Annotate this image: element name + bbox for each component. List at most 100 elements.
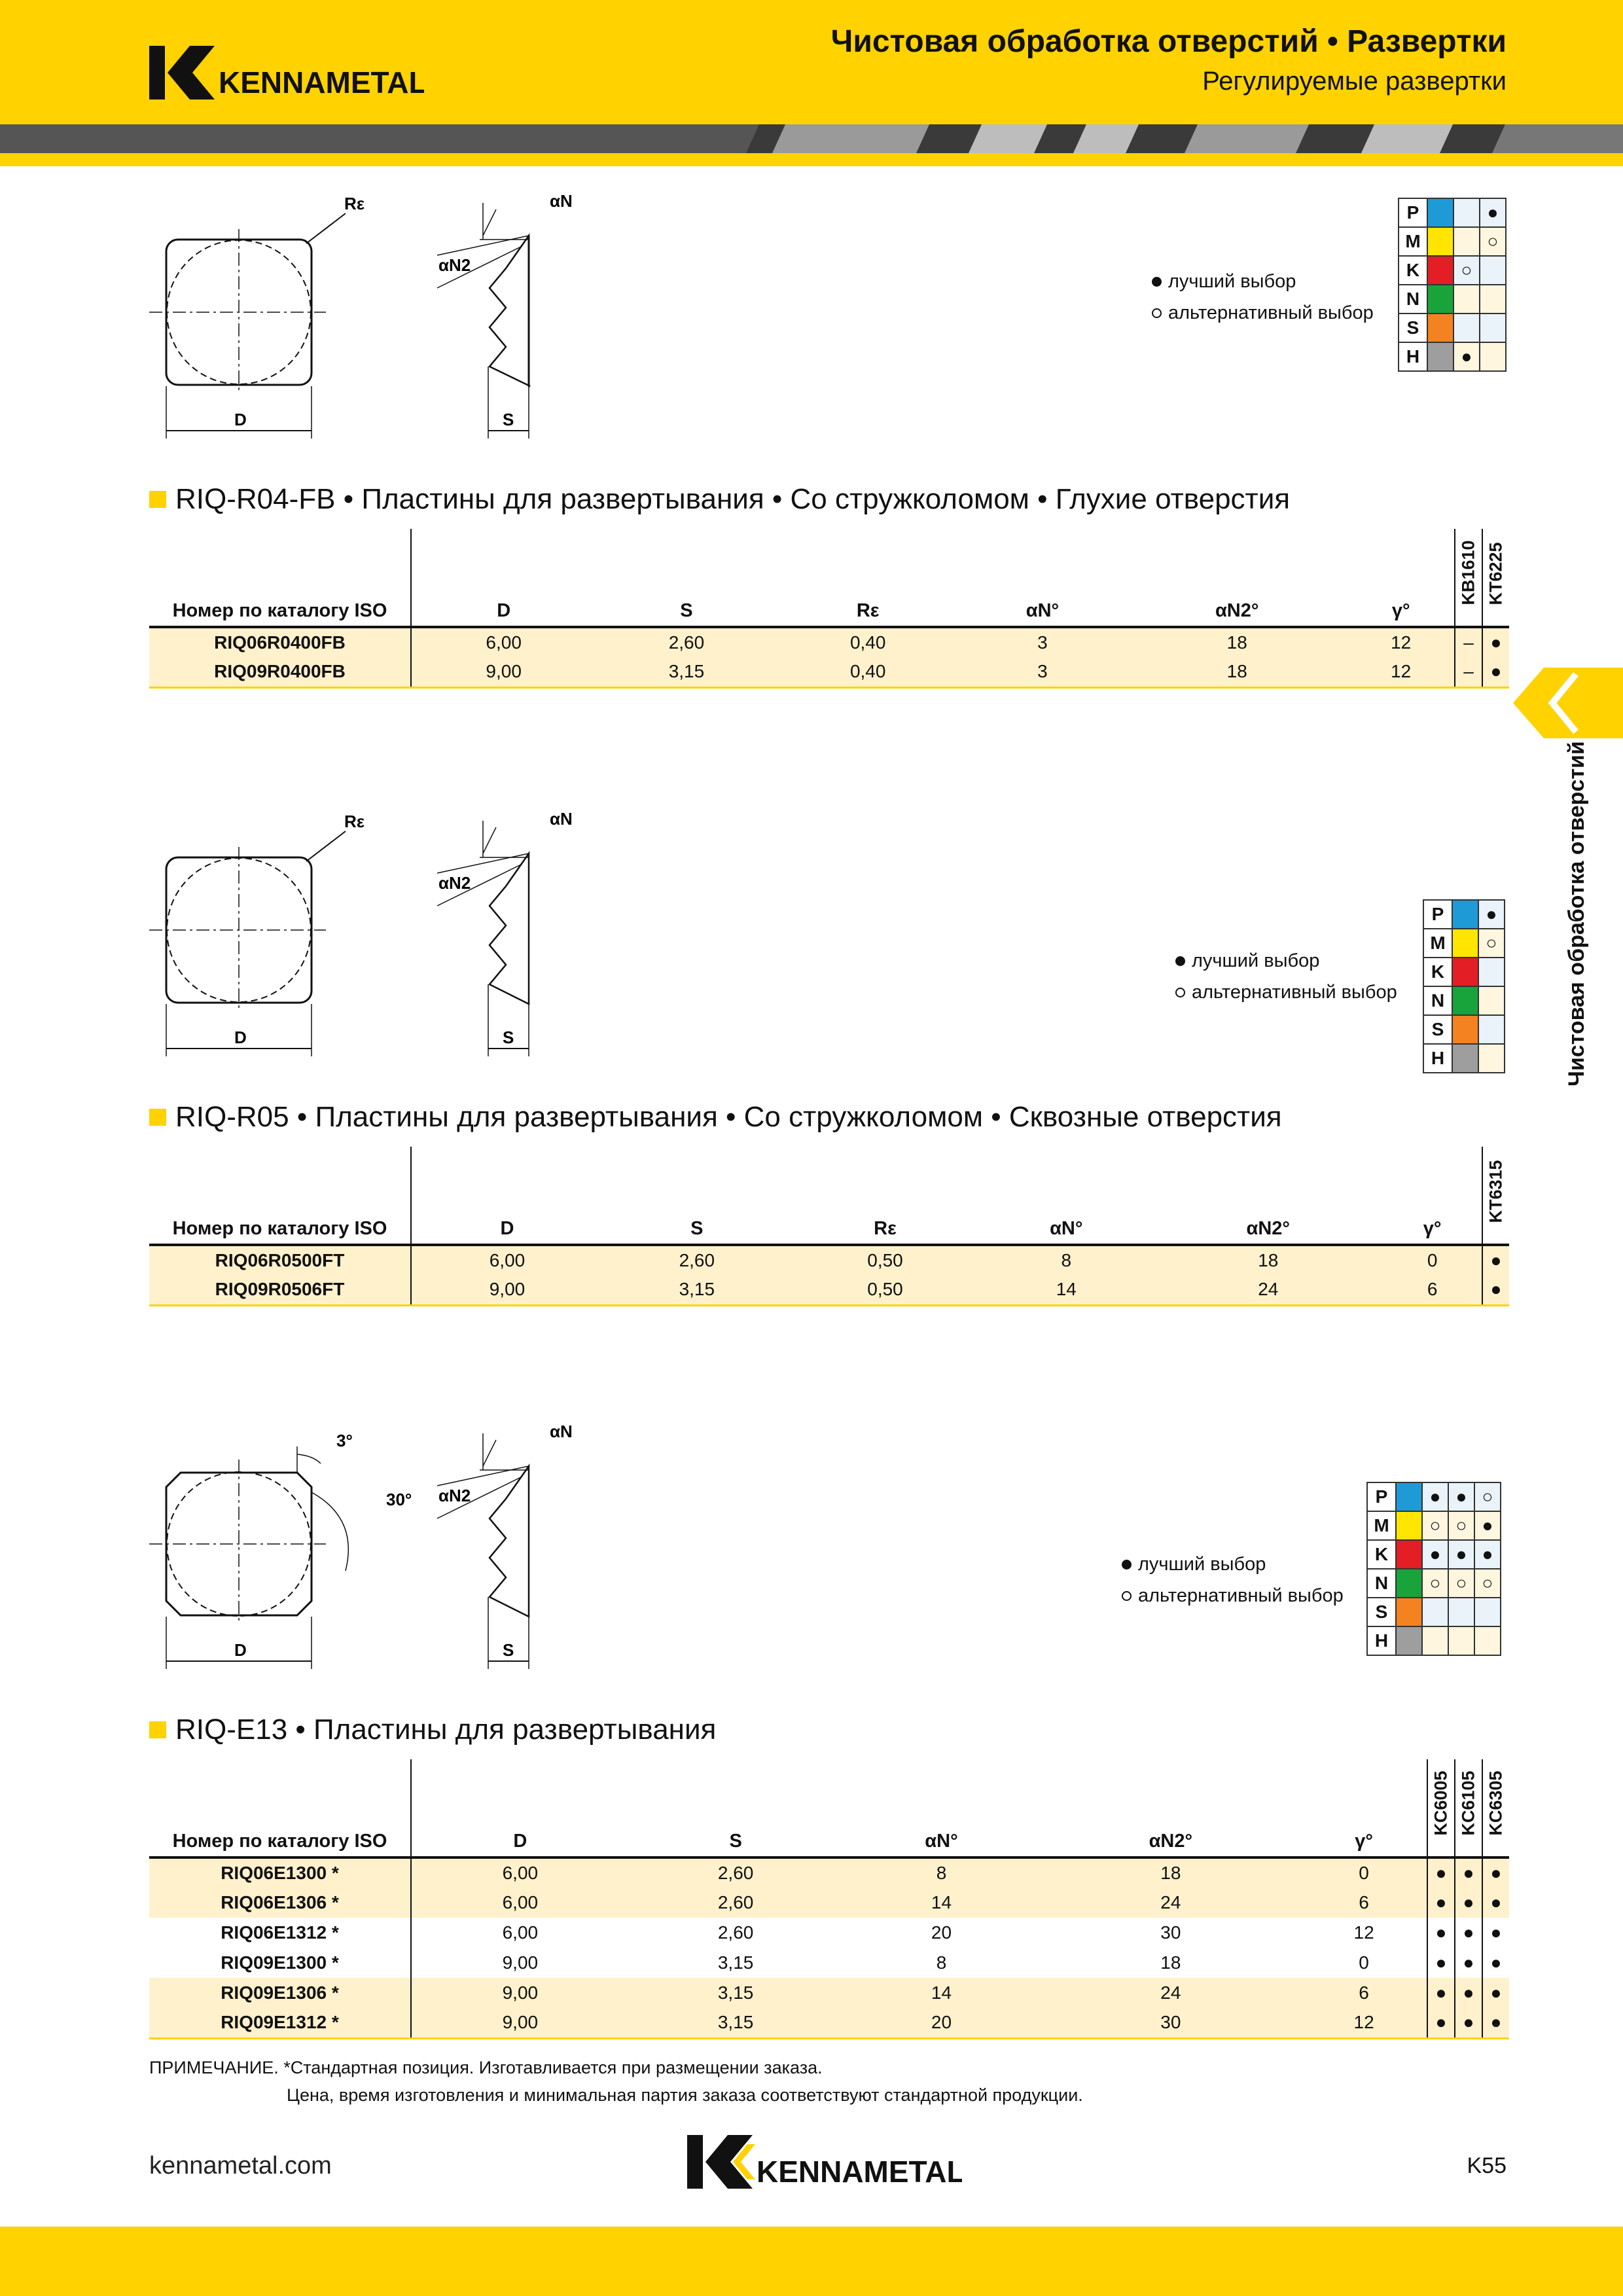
material-row: K●●● (1366, 1539, 1501, 1570)
grade-mark (1479, 255, 1507, 285)
cell-an: 8 (842, 1857, 1041, 1888)
svg-text:S: S (503, 1028, 514, 1047)
cell-s: 3,15 (717, 1952, 754, 1973)
grade-mark: ● (1421, 1482, 1449, 1512)
col-header-g: γ° (1347, 529, 1455, 628)
cell-g: 12 (1347, 627, 1455, 657)
col-header-d: D (411, 1759, 629, 1859)
col-header-g: γ° (1301, 1759, 1427, 1859)
material-row: S (1366, 1597, 1501, 1627)
cell-g: 12 (1301, 2008, 1427, 2039)
cell-s: 3,15 (628, 1978, 843, 2008)
material-swatch (1395, 1482, 1423, 1512)
material-letter: K (1366, 1539, 1397, 1570)
grade-mark: ○ (1448, 1568, 1475, 1598)
cell-an: 20 (842, 2008, 1041, 2039)
cell-grade: ● (1454, 1857, 1482, 1888)
cell-an: 8 (979, 1245, 1154, 1275)
cell-d: 9,00 (502, 1952, 539, 1973)
cell-s: 3,15 (628, 2008, 843, 2039)
material-swatch (1427, 226, 1454, 257)
side-tab[interactable] (1513, 668, 1623, 738)
cell-an2: 18 (1153, 1245, 1383, 1275)
legend-best: лучший выбор (1168, 271, 1296, 292)
grade-mark: ● (1474, 1511, 1501, 1541)
section-title-3: RIQ-E13 • Пластины для развертывания (149, 1713, 716, 1746)
cell-re: 0,40 (777, 657, 959, 689)
svg-text:S: S (503, 1640, 514, 1660)
cell-code: RIQ06R0500FT (149, 1245, 412, 1275)
deg30-label: 30° (386, 1490, 412, 1509)
cell-grade: ● (1427, 1888, 1455, 1918)
grade-header: KT6315 (1482, 1147, 1509, 1246)
cell-code: RIQ09R0506FT (149, 1275, 412, 1306)
material-row: H (1366, 1626, 1501, 1656)
cell-grade: ● (1427, 1978, 1455, 2008)
grade-mark: ○ (1421, 1568, 1449, 1598)
cell-re: 0,50 (791, 1245, 980, 1275)
material-row: K (1423, 957, 1505, 987)
legend-1: лучший выбор альтернативный выбор (1152, 266, 1374, 329)
grade-mark (1478, 1043, 1505, 1073)
footer-url[interactable]: kennametal.com (149, 2152, 332, 2179)
cell-g: 0 (1301, 1857, 1427, 1888)
material-swatch (1395, 1626, 1423, 1656)
col-header-an2: αN2° (1153, 1147, 1383, 1246)
col-header-an: αN° (979, 1147, 1154, 1246)
grade-mark (1478, 957, 1505, 987)
grade-mark: ● (1479, 198, 1507, 228)
grade-mark: ○ (1448, 1511, 1475, 1541)
cell-grade: ● (1454, 1918, 1482, 1948)
material-letter: P (1398, 198, 1428, 228)
material-row: M○ (1398, 226, 1507, 257)
brand-logo-text: KENNAMETAL (219, 65, 424, 99)
material-swatch (1452, 957, 1479, 987)
col-header-g: γ° (1383, 1147, 1482, 1246)
cell-g: 6 (1383, 1275, 1482, 1306)
grade-mark (1448, 1597, 1475, 1627)
cell-grade: – (1454, 657, 1482, 689)
material-row: S (1423, 1014, 1505, 1045)
an-label: αN (550, 191, 573, 211)
cell-an2: 30 (1040, 2008, 1302, 2039)
col-header-code: Номер по каталогу ISO (149, 529, 412, 628)
material-letter: K (1398, 255, 1428, 285)
material-row: N (1398, 284, 1507, 314)
cell-code: RIQ09E1312 * (149, 2008, 412, 2039)
material-letter: K (1423, 957, 1453, 987)
material-letter: S (1398, 313, 1428, 343)
cell-s: 3,15 (602, 1275, 791, 1306)
cell-an2: 24 (1040, 1978, 1302, 2008)
grade-mark: ● (1448, 1539, 1475, 1570)
grade-mark: ○ (1478, 928, 1505, 958)
footnote: ПРИМЕЧАНИЕ. *Стандартная позиция. Изгота… (149, 2054, 1083, 2109)
cell-an2: 18 (1126, 657, 1348, 689)
grade-mark (1479, 313, 1507, 343)
cell-grade: ● (1482, 1948, 1509, 1978)
cell-re: 0,50 (791, 1275, 980, 1306)
grade-header: KT6225 (1482, 529, 1509, 628)
cell-s: 2,60 (628, 1857, 843, 1888)
material-letter: N (1366, 1568, 1397, 1598)
svg-text:D: D (234, 1640, 247, 1660)
cell-grade: ● (1482, 1275, 1509, 1306)
cell-s: 2,60 (602, 1245, 791, 1275)
material-swatch (1452, 1014, 1479, 1045)
material-letter: H (1423, 1043, 1453, 1073)
material-swatch (1395, 1597, 1423, 1627)
material-letter: H (1366, 1626, 1397, 1656)
cell-s: 2,60 (628, 1888, 843, 1918)
footer-bar (0, 2227, 1623, 2296)
cell-grade: ● (1482, 1245, 1509, 1275)
col-header-re: Rε (777, 529, 959, 628)
material-letter: M (1423, 928, 1453, 958)
grade-mark (1453, 284, 1480, 314)
col-header-s: S (628, 1759, 843, 1859)
col-header-code: Номер по каталогу ISO (149, 1147, 412, 1246)
legend-2: лучший выбор альтернативный выбор (1175, 945, 1397, 1008)
